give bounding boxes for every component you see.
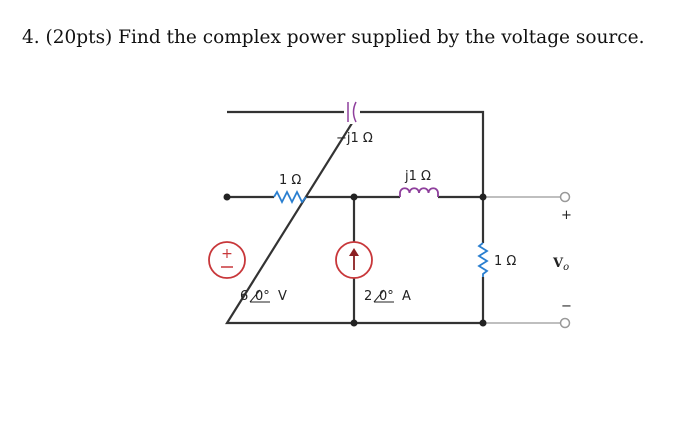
terminal-bottom (559, 317, 571, 329)
arrow-up-icon (349, 248, 359, 256)
output-plus: + (561, 208, 572, 223)
resistor-load-label: 1 Ω (494, 254, 516, 269)
current-source (335, 241, 373, 279)
svg-text:V: V (278, 289, 287, 304)
capacitor (344, 100, 360, 124)
resistor-top-label: 1 Ω (279, 173, 301, 188)
terminal-top (559, 191, 571, 203)
svg-text:0°: 0° (255, 289, 270, 304)
svg-text:+: + (221, 246, 233, 262)
svg-text:2: 2 (364, 289, 372, 304)
output-minus: − (561, 299, 572, 314)
svg-text:A: A (402, 289, 411, 304)
voltage-source-label: 6 0° V (240, 289, 287, 304)
resistor-top (273, 189, 307, 205)
inductor (399, 187, 439, 197)
svg-text:0°: 0° (379, 289, 394, 304)
current-source-label: 2 0° A (364, 289, 411, 304)
svg-text:6: 6 (240, 289, 248, 304)
resistor-load (477, 242, 489, 277)
capacitor-label: −j1 Ω (336, 131, 373, 146)
question-text: 4. (20pts) Find the complex power suppli… (22, 27, 645, 48)
junction-dots (223, 193, 487, 327)
inductor-label: j1 Ω (404, 169, 431, 184)
voltage-source: + (208, 241, 246, 279)
output-voltage-label: Vo (552, 256, 569, 273)
